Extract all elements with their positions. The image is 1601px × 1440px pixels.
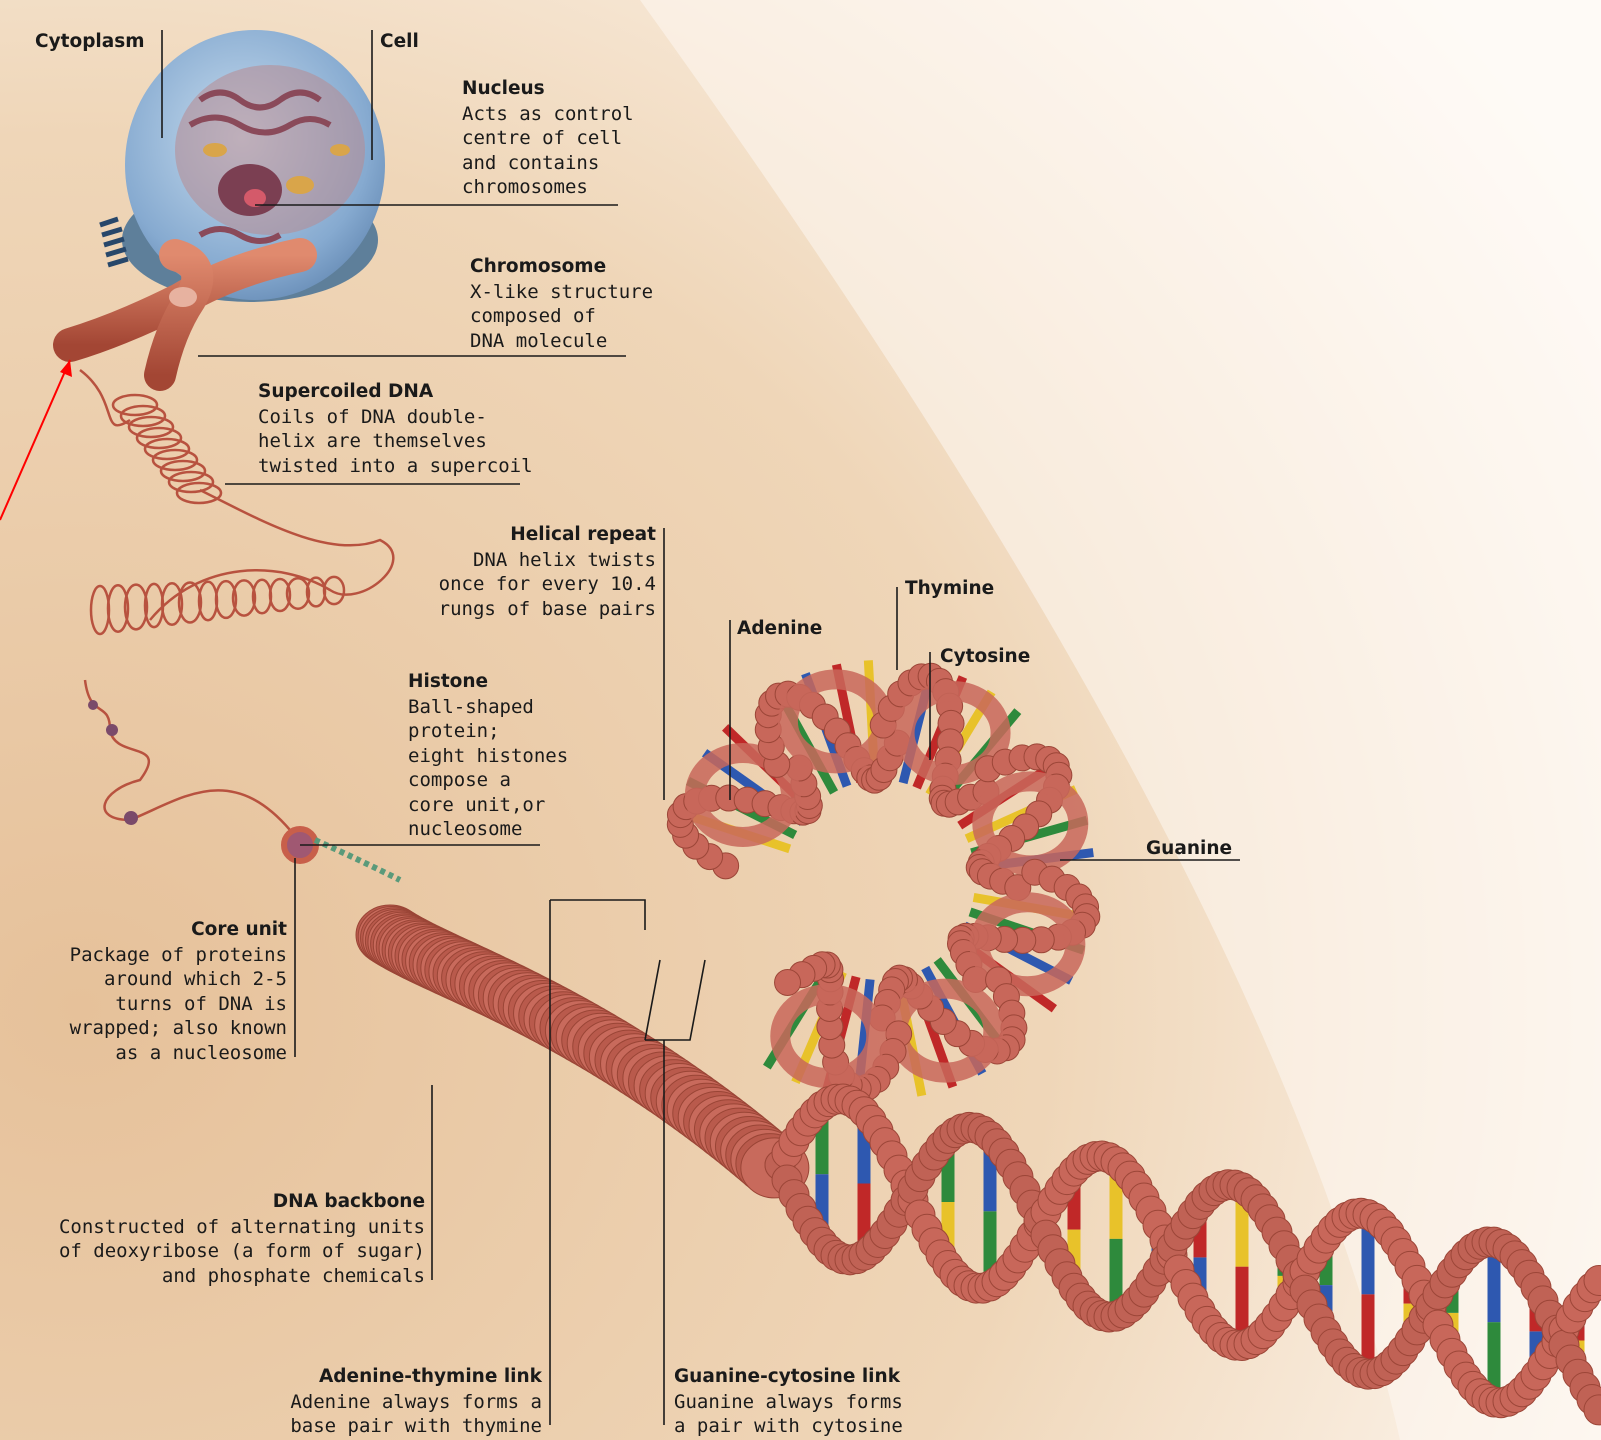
label-line: protein; [408,719,568,744]
label-line: composed of [470,304,653,329]
label-adenine-thymine-link: Adenine-thymine link Adenine always form… [290,1365,542,1439]
mitochondrion [286,176,314,194]
label-line: Ball-shaped [408,695,568,720]
label-line: Guanine always forms [674,1390,903,1415]
label-line: Coils of DNA double- [258,405,533,430]
label-title: Adenine [737,617,822,642]
centromere [169,287,197,307]
label-line: wrapped; also known [70,1016,287,1041]
label-thymine: Thymine [905,577,994,602]
label-line: core unit,or [408,793,568,818]
label-title: Histone [408,670,568,695]
mitochondrion [203,143,227,157]
label-guanine-cytosine-link: Guanine-cytosine link Guanine always for… [674,1365,903,1439]
label-histone: Histone Ball-shaped protein; eight histo… [408,670,568,842]
label-line: helix are themselves [258,429,533,454]
label-title: Nucleus [462,77,634,102]
label-line: Adenine always forms a [290,1390,542,1415]
label-line: and phosphate chemicals [59,1264,425,1289]
label-line: rungs of base pairs [439,597,656,622]
label-title: Cytoplasm [35,30,145,55]
nucleosome-bead [88,700,98,710]
label-line: nucleosome [408,817,568,842]
label-line: eight histones [408,744,568,769]
label-line: centre of cell [462,126,634,151]
label-title: Core unit [70,918,287,943]
label-core-unit: Core unit Package of proteins around whi… [70,918,287,1065]
mitochondrion [330,144,350,156]
nucleosome-bead [124,811,138,825]
label-line: compose a [408,768,568,793]
label-line: once for every 10.4 [439,572,656,597]
label-line: base pair with thymine [290,1414,542,1439]
label-adenine: Adenine [737,617,822,642]
label-title: Chromosome [470,255,653,280]
label-line: twisted into a supercoil [258,454,533,479]
label-title: Guanine-cytosine link [674,1365,903,1390]
label-line: X-like structure [470,280,653,305]
label-title: Adenine-thymine link [290,1365,542,1390]
helix-backbone [775,969,801,995]
label-line: turns of DNA is [70,992,287,1017]
label-line: Constructed of alternating units [59,1215,425,1240]
label-line: chromosomes [462,175,634,200]
label-guanine: Guanine [1146,837,1232,862]
label-title: DNA backbone [59,1190,425,1215]
label-cell: Cell [380,30,419,55]
label-cytosine: Cytosine [940,645,1030,670]
label-line: around which 2-5 [70,967,287,992]
label-line: Acts as control [462,102,634,127]
label-title: Cell [380,30,419,55]
label-title: Cytosine [940,645,1030,670]
label-line: DNA helix twists [439,548,656,573]
label-line: of deoxyribose (a form of sugar) [59,1239,425,1264]
nucleosome-bead [106,724,118,736]
label-chromosome: Chromosome X-like structure composed of … [470,255,653,353]
label-title: Guanine [1146,837,1232,862]
label-line: as a nucleosome [70,1041,287,1066]
label-line: a pair with cytosine [674,1414,903,1439]
label-supercoiled-dna: Supercoiled DNA Coils of DNA double- hel… [258,380,533,478]
label-helical-repeat: Helical repeat DNA helix twists once for… [439,523,656,621]
label-cytoplasm: Cytoplasm [35,30,145,55]
label-title: Thymine [905,577,994,602]
label-line: Package of proteins [70,943,287,968]
label-nucleus: Nucleus Acts as control centre of cell a… [462,77,634,200]
label-title: Helical repeat [439,523,656,548]
label-line: and contains [462,151,634,176]
label-title: Supercoiled DNA [258,380,533,405]
label-line: DNA molecule [470,329,653,354]
label-dna-backbone: DNA backbone Constructed of alternating … [59,1190,425,1288]
